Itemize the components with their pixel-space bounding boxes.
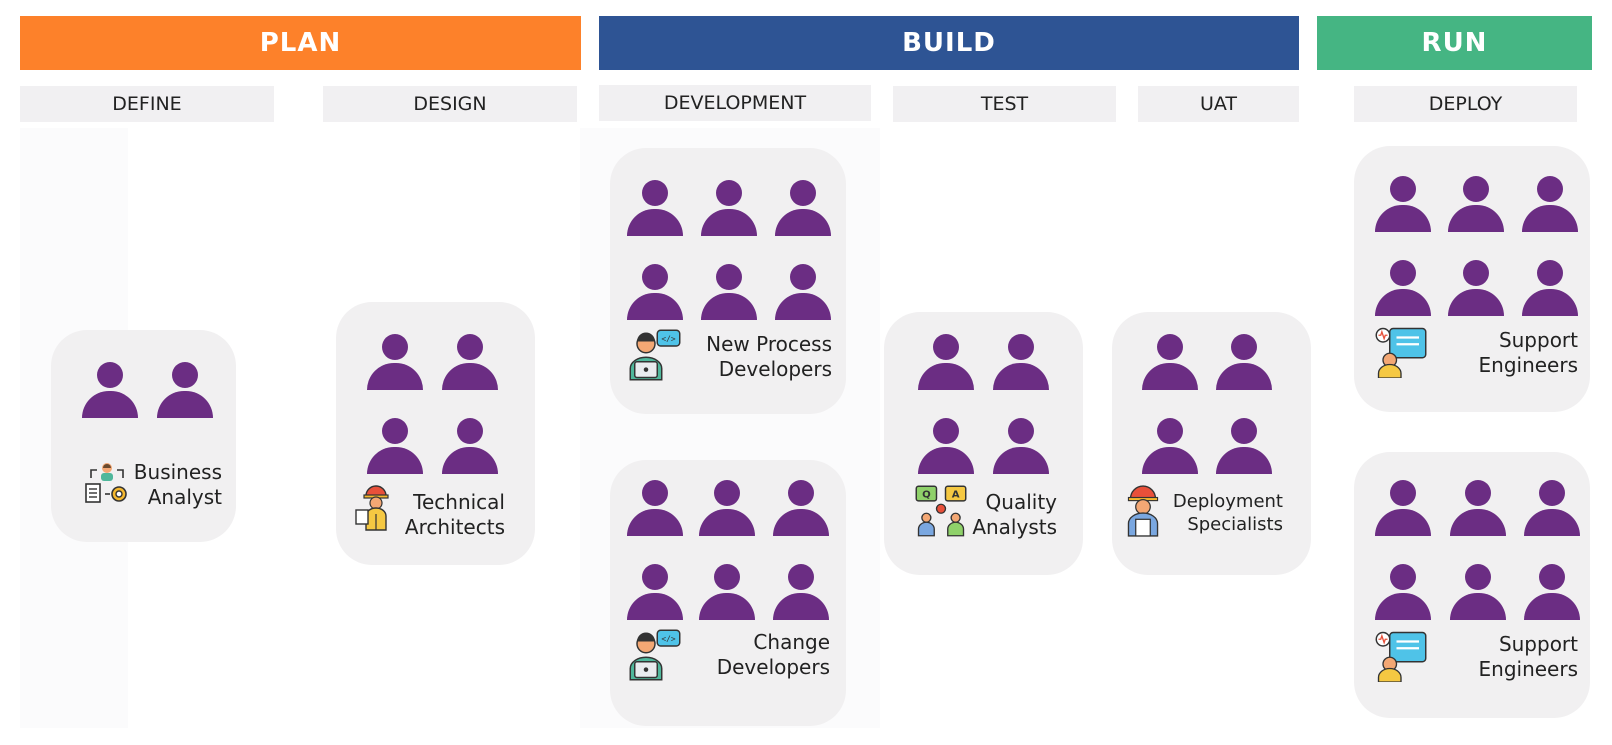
person-icon [1375, 176, 1431, 232]
person-icon [627, 264, 683, 320]
stage-development: DEVELOPMENT [599, 85, 871, 121]
role-label: Support Engineers [1478, 632, 1579, 681]
person-icon [1448, 176, 1504, 232]
person-icon [442, 334, 498, 390]
person-icon [701, 180, 757, 236]
person-icon [918, 334, 974, 390]
role-label: Support Engineers [1478, 328, 1579, 377]
developer-icon: </> [629, 629, 681, 681]
person-icon [773, 480, 829, 536]
person-icon [775, 264, 831, 320]
person-icon [993, 418, 1049, 474]
stage-deploy: DEPLOY [1354, 86, 1577, 122]
role-card-change-developers: </> Change Developers [610, 460, 846, 726]
person-icon [699, 480, 755, 536]
person-icon [627, 180, 683, 236]
person-icon [367, 418, 423, 474]
person-icon [1375, 564, 1431, 620]
person-icon [1522, 260, 1578, 316]
role-card-support-engineers: Support Engineers [1354, 146, 1590, 412]
role-card-new-process-developers: </> New Process Developers [610, 148, 846, 414]
architect-icon [355, 485, 389, 531]
role-card-support-engineers: Support Engineers [1354, 452, 1590, 718]
role-label: Deployment Specialists [1172, 491, 1283, 535]
person-icon [993, 334, 1049, 390]
svg-text:A: A [952, 490, 960, 501]
person-icon [1522, 176, 1578, 232]
person-icon [627, 480, 683, 536]
support-icon [1375, 631, 1427, 682]
role-label: Technical Architects [404, 490, 505, 539]
person-icon [1448, 260, 1504, 316]
person-icon [367, 334, 423, 390]
phase-build: BUILD [599, 16, 1299, 70]
qa-icon: Q A [915, 485, 967, 537]
support-icon [1375, 327, 1427, 378]
role-card-quality-analysts: Q A Quality Analysts [884, 312, 1083, 575]
role-card-business-analyst: Business Analyst [51, 330, 236, 542]
deployment-icon [1127, 485, 1159, 537]
person-icon [699, 564, 755, 620]
person-icon [918, 418, 974, 474]
role-label: New Process Developers [706, 332, 832, 381]
person-icon [1524, 564, 1580, 620]
person-icon [1450, 564, 1506, 620]
person-icon [157, 362, 213, 418]
person-icon [701, 264, 757, 320]
person-icon [1524, 480, 1580, 536]
svg-text:</>: </> [661, 635, 675, 644]
business-analyst-icon [85, 463, 127, 503]
role-card-technical-architects: Technical Architects [336, 302, 535, 565]
role-label: Change Developers [716, 630, 830, 679]
person-icon [1216, 418, 1272, 474]
person-icon [1375, 260, 1431, 316]
role-card-deployment-specialists: Deployment Specialists [1112, 312, 1311, 575]
person-icon [1375, 480, 1431, 536]
role-label: Quality Analysts [972, 490, 1057, 539]
developer-icon: </> [629, 329, 681, 381]
phase-plan: PLAN [20, 16, 581, 70]
svg-text:Q: Q [922, 490, 931, 501]
stage-design: DESIGN [323, 86, 577, 122]
person-icon [773, 564, 829, 620]
phase-run: RUN [1317, 16, 1592, 70]
person-icon [82, 362, 138, 418]
role-label: Business Analyst [133, 460, 222, 509]
person-icon [627, 564, 683, 620]
svg-text:</>: </> [661, 335, 675, 344]
stage-test: TEST [893, 86, 1116, 122]
person-icon [1216, 334, 1272, 390]
person-icon [1450, 480, 1506, 536]
stage-define: DEFINE [20, 86, 274, 122]
person-icon [1142, 418, 1198, 474]
stage-uat: UAT [1138, 86, 1299, 122]
person-icon [1142, 334, 1198, 390]
person-icon [442, 418, 498, 474]
person-icon [775, 180, 831, 236]
